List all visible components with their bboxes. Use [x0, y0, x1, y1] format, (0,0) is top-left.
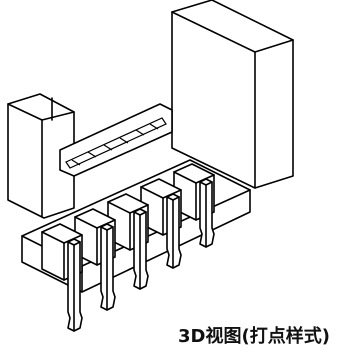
- caption: 3D视图(打点样式): [178, 326, 330, 347]
- pin-2: [100, 223, 116, 311]
- pin-body-4: [166, 193, 182, 269]
- pin-body-1: [67, 238, 83, 332]
- pin-4: [166, 193, 182, 269]
- pin-body-2: [100, 223, 116, 311]
- pin-5: [199, 178, 215, 248]
- right-wall: [171, 0, 294, 189]
- back-slot: [59, 103, 173, 177]
- pin-3: [133, 208, 149, 290]
- pin-body-3: [133, 208, 149, 290]
- left-post: [7, 93, 75, 219]
- pin-body-5: [199, 178, 215, 248]
- pins: [67, 178, 215, 332]
- pin-1: [67, 238, 83, 332]
